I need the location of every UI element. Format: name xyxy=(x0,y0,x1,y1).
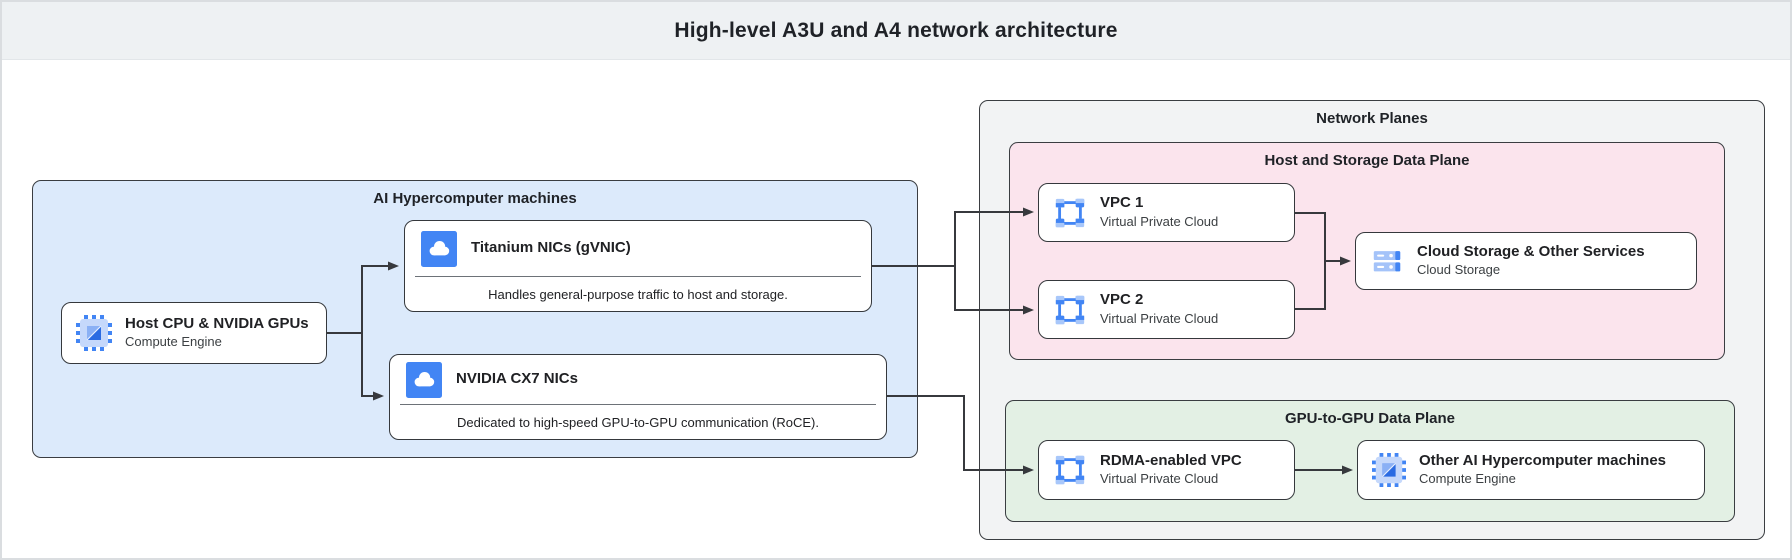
node-other-ai-hypercomputer-machines: Other AI Hypercomputer machines Compute … xyxy=(1357,440,1705,500)
node-title: NVIDIA CX7 NICs xyxy=(456,370,578,388)
header-bar: High-level A3U and A4 network architectu… xyxy=(2,2,1790,60)
cloud-icon xyxy=(421,230,457,267)
zone-title: GPU-to-GPU Data Plane xyxy=(1284,410,1456,427)
node-title: Cloud Storage & Other Services xyxy=(1417,242,1645,260)
node-subtitle: Compute Engine xyxy=(1419,471,1516,487)
node-title: VPC 2 xyxy=(1100,291,1144,309)
node-title: Host CPU & NVIDIA GPUs xyxy=(125,314,309,332)
node-title: RDMA-enabled VPC xyxy=(1100,451,1242,469)
vpc-icon xyxy=(1053,293,1087,327)
node-cloud-storage: Cloud Storage & Other Services Cloud Sto… xyxy=(1355,232,1697,290)
vpc-icon xyxy=(1053,453,1087,487)
node-vpc1: VPC 1 Virtual Private Cloud xyxy=(1038,183,1295,242)
node-subtitle: Virtual Private Cloud xyxy=(1100,213,1219,229)
node-title: Titanium NICs (gVNIC) xyxy=(471,239,631,257)
node-vpc2: VPC 2 Virtual Private Cloud xyxy=(1038,280,1295,339)
zone-title: Network Planes xyxy=(1316,110,1428,127)
node-title: Other AI Hypercomputer machines xyxy=(1419,451,1667,469)
zone-title: AI Hypercomputer machines xyxy=(373,190,577,207)
node-host-cpu-nvidia-gpus: Host CPU & NVIDIA GPUs Compute Engine xyxy=(61,302,327,364)
compute-engine-icon xyxy=(76,315,112,351)
node-description: Handles general-purpose traffic to host … xyxy=(488,286,788,302)
page-title: High-level A3U and A4 network architectu… xyxy=(674,18,1118,42)
node-subtitle: Cloud Storage xyxy=(1417,262,1501,278)
node-nvidia-cx7-nics: NVIDIA CX7 NICs Dedicated to high-speed … xyxy=(389,354,887,440)
divider xyxy=(415,276,861,277)
node-subtitle: Compute Engine xyxy=(125,334,222,350)
zone-title: Host and Storage Data Plane xyxy=(1264,152,1470,169)
node-title: VPC 1 xyxy=(1100,194,1144,212)
node-subtitle: Virtual Private Cloud xyxy=(1100,471,1219,487)
cloud-storage-icon xyxy=(1370,244,1404,278)
compute-engine-icon xyxy=(1372,453,1406,487)
cloud-icon xyxy=(406,361,442,398)
node-rdma-enabled-vpc: RDMA-enabled VPC Virtual Private Cloud xyxy=(1038,440,1295,500)
node-titanium-nics: Titanium NICs (gVNIC) Handles general-pu… xyxy=(404,220,872,312)
vpc-icon xyxy=(1053,196,1087,230)
node-description: Dedicated to high-speed GPU-to-GPU commu… xyxy=(457,414,819,430)
node-subtitle: Virtual Private Cloud xyxy=(1100,310,1219,326)
divider xyxy=(400,404,876,405)
